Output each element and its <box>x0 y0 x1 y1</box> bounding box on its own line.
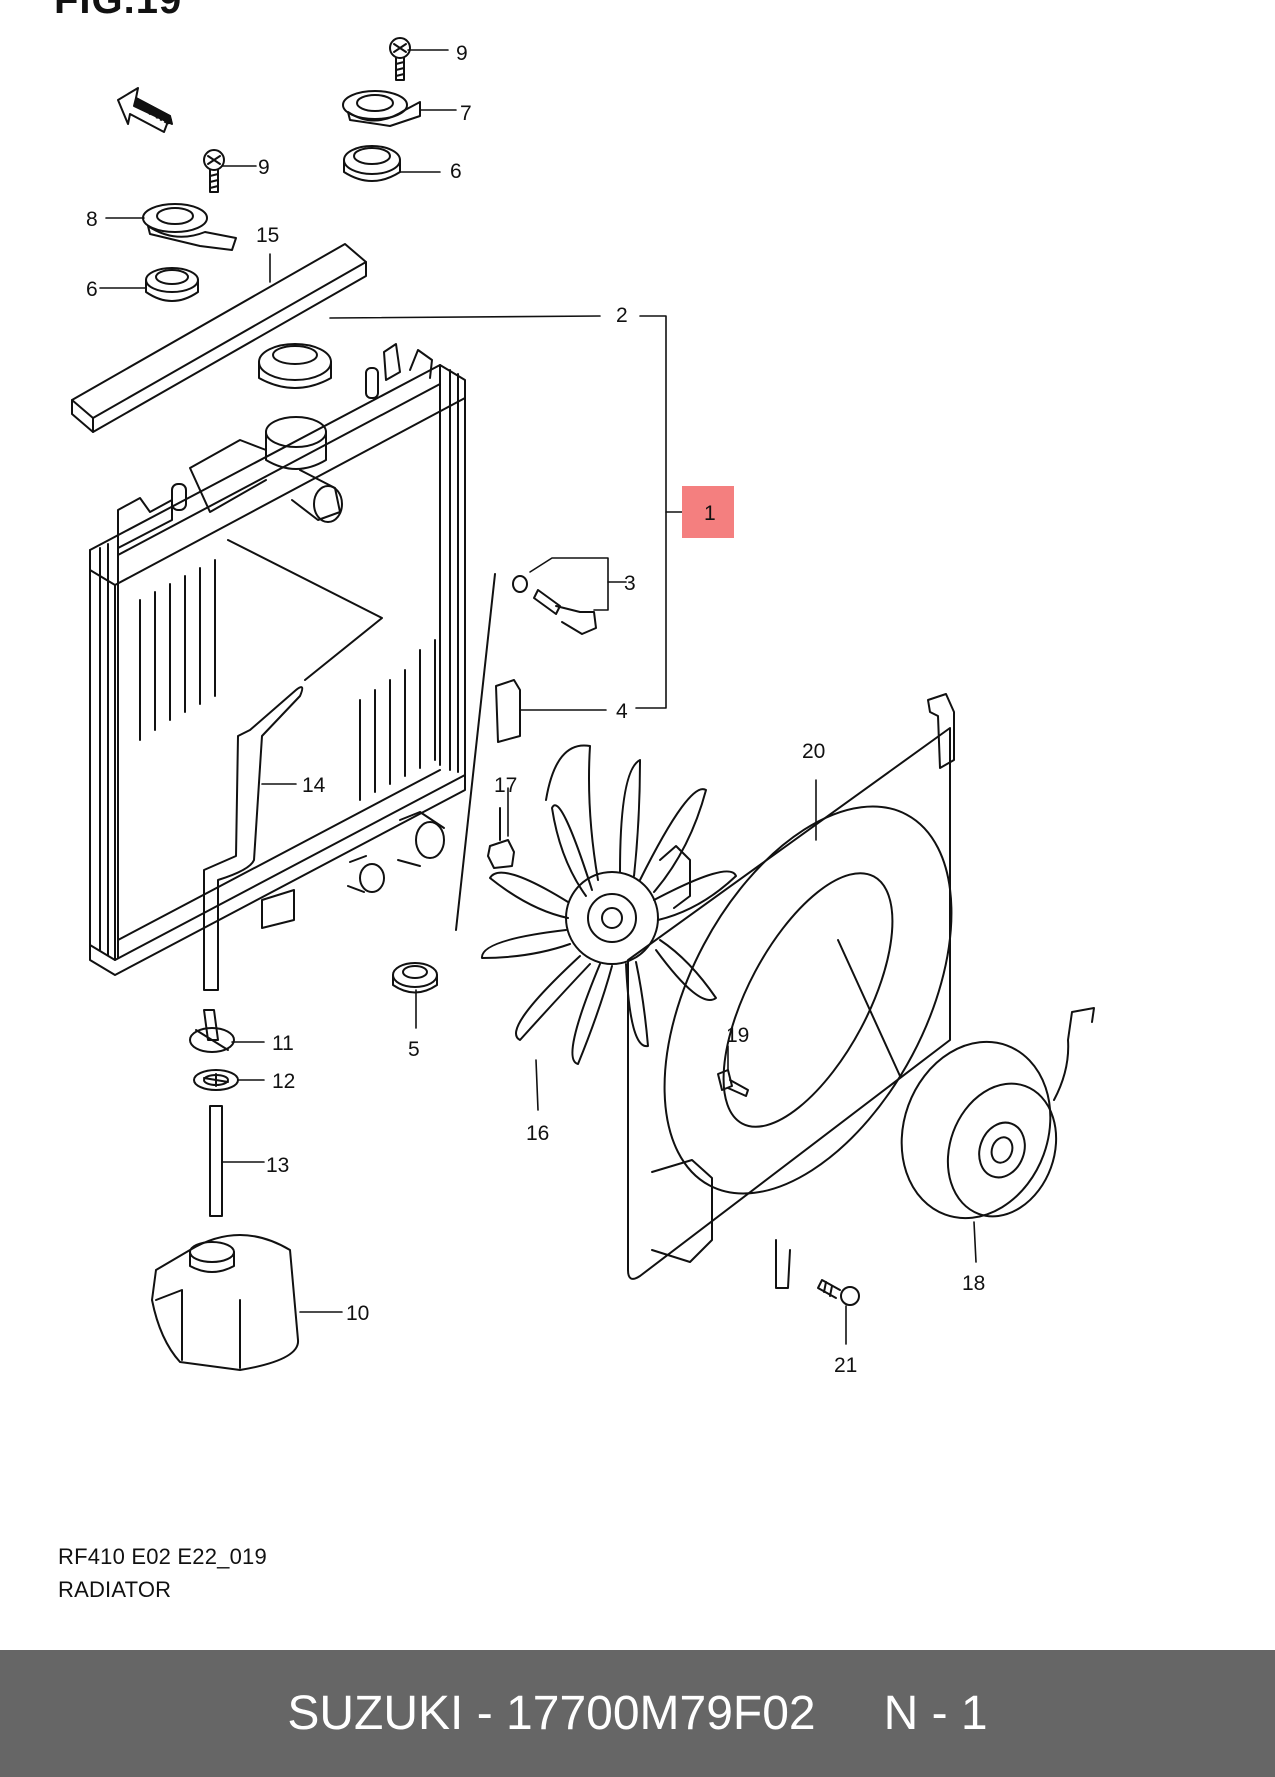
leader-lines <box>99 49 977 1345</box>
callout-13: 13 <box>266 1154 289 1177</box>
bolt-icon <box>203 149 225 193</box>
lower-hose-icon <box>203 686 304 991</box>
callout-19: 19 <box>726 1024 749 1047</box>
figure-name: RADIATOR <box>58 1577 172 1602</box>
nut-icon <box>487 807 515 869</box>
leader-line <box>455 573 496 931</box>
fwd-arrow-icon <box>117 87 173 133</box>
grommet-icon <box>392 962 438 994</box>
callout-20: 20 <box>802 740 825 763</box>
reservoir-tank-icon <box>151 1234 300 1371</box>
figure-code: RF410 E02 E22_019 <box>58 1544 267 1569</box>
callout-14: 14 <box>302 774 326 797</box>
radiator-exploded-diagram: 9 7 9 6 8 15 6 2 1 3 4 14 17 20 11 5 12 … <box>71 37 1095 1377</box>
callout-7: 7 <box>460 102 472 125</box>
radiator-core <box>89 343 466 976</box>
reservoir-hose-icon <box>209 1105 223 1217</box>
screw-icon <box>717 1069 749 1097</box>
callout-1: 1 <box>704 502 716 525</box>
callout-15: 15 <box>256 224 279 247</box>
callout-21: 21 <box>834 1354 857 1377</box>
callout-16: 16 <box>526 1122 549 1145</box>
callout-3: 3 <box>624 572 636 595</box>
callout-10: 10 <box>346 1302 369 1325</box>
callout-6: 6 <box>86 278 98 301</box>
bracket-icon <box>342 90 421 127</box>
callout-18: 18 <box>962 1272 985 1295</box>
fan-shroud-icon <box>627 693 955 1289</box>
callout-4: 4 <box>616 700 628 723</box>
bracket-icon <box>142 203 237 251</box>
callout-12: 12 <box>272 1070 295 1093</box>
bolt-icon <box>389 37 411 81</box>
clamp-icon <box>193 1069 239 1091</box>
callout-17: 17 <box>494 774 517 797</box>
highlight-box[interactable] <box>682 486 734 538</box>
fan-motor-icon <box>900 1007 1095 1220</box>
quantity: N - 1 <box>883 1687 988 1740</box>
grommet-icon <box>343 145 401 182</box>
part-number: SUZUKI - 17700M79F02 <box>287 1687 816 1740</box>
callout-5: 5 <box>408 1038 420 1061</box>
callout-8: 8 <box>86 208 98 231</box>
clip-icon <box>495 679 521 743</box>
footer-bar: SUZUKI - 17700M79F02 N - 1 <box>0 1650 1275 1777</box>
drain-plug-icon <box>189 1009 235 1053</box>
seal-strip-icon <box>71 243 367 433</box>
radiator-cap-icon <box>258 343 332 389</box>
callout-11: 11 <box>272 1032 294 1055</box>
sensor-icon <box>512 575 597 635</box>
callout-9: 9 <box>456 42 468 65</box>
figure-title: FIG.19 <box>54 0 183 22</box>
callout-6: 6 <box>450 160 462 183</box>
bolt-icon <box>817 1279 860 1306</box>
callout-labels: 9 7 9 6 8 15 6 2 1 3 4 14 17 20 11 5 12 … <box>86 42 985 1377</box>
callout-2: 2 <box>616 304 628 327</box>
fan-icon <box>481 744 737 1065</box>
callout-9: 9 <box>258 156 270 179</box>
grommet-icon <box>145 267 199 302</box>
